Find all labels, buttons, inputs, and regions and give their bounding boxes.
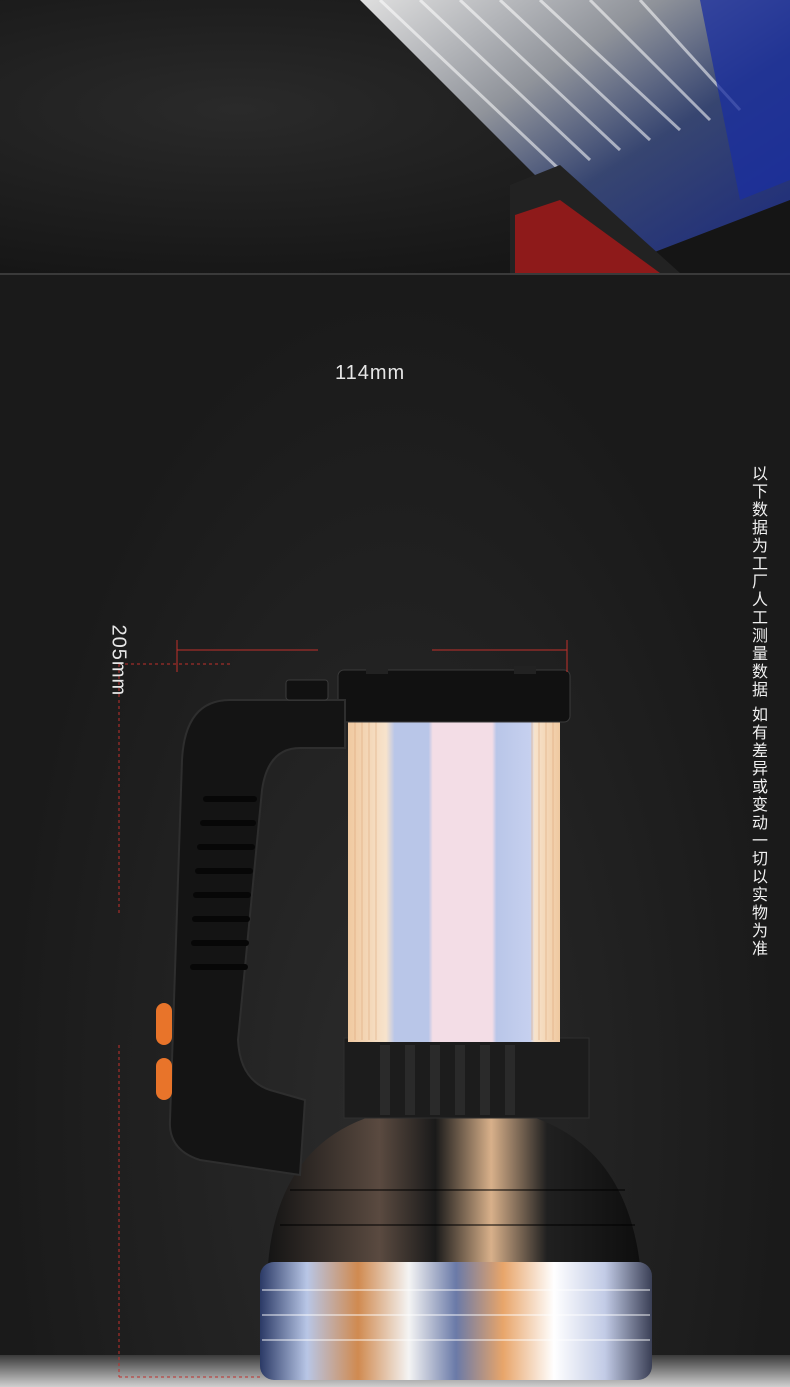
lamp-closeup-photo [0, 0, 790, 273]
height-label: 205mm [107, 624, 130, 697]
lamp-top-cap [337, 669, 571, 723]
lamp-handle [168, 699, 346, 1177]
switch-button-1 [156, 1003, 172, 1045]
width-dimension-line [176, 640, 568, 672]
height-dimension-line [118, 663, 262, 1378]
measurement-disclaimer: 以下数据为工厂人工测量数据 如有差异或变动一切以实物为准 [749, 465, 768, 959]
switch-button-2 [156, 1058, 172, 1100]
lamp-dome [268, 1104, 640, 1265]
lamp-reflector-base [260, 1262, 652, 1380]
width-label: 114mm [335, 362, 406, 384]
lamp-closeup-illustration [360, 0, 790, 273]
lamp-light-tube [348, 718, 560, 1042]
panel-divider [0, 273, 790, 275]
